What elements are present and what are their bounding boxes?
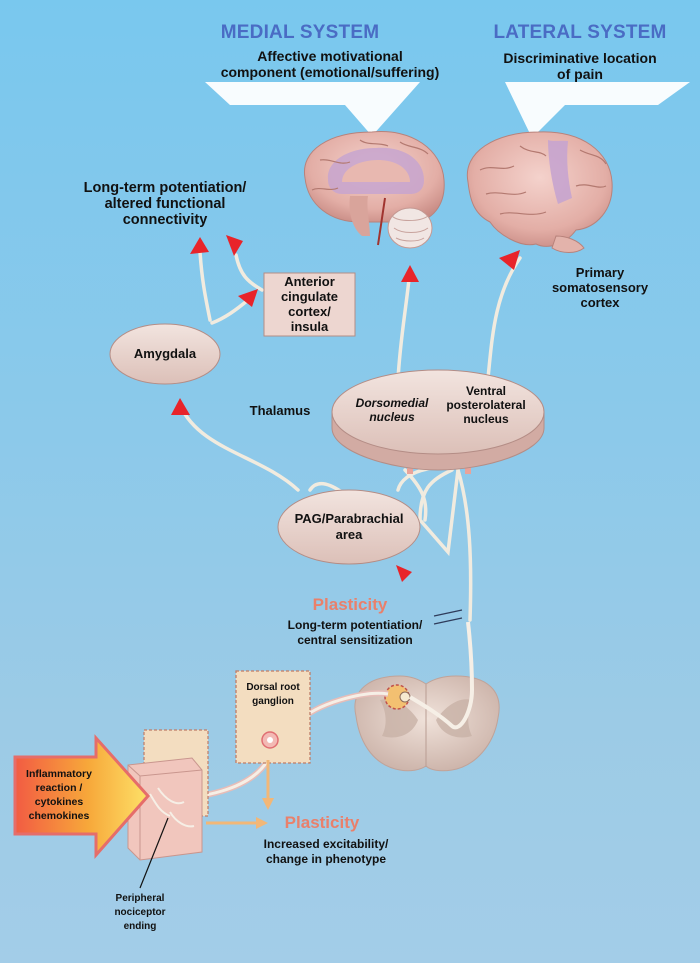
lateral-system-title: LATERAL SYSTEM bbox=[493, 22, 667, 43]
inflammatory-arrow bbox=[13, 734, 151, 859]
inflammatory-label-line1: Inflammatory bbox=[26, 768, 92, 780]
acc-box bbox=[263, 272, 356, 337]
acc-label-line3: cortex/ bbox=[288, 304, 331, 319]
pathway-break-marks bbox=[433, 609, 463, 625]
nociceptor-label-line1: Peripheral bbox=[115, 893, 165, 904]
acc-label-line2: cingulate bbox=[280, 289, 339, 304]
peripheral-plasticity-line2: change in phenotype bbox=[265, 852, 386, 866]
s1-label-line2: somatosensory bbox=[551, 280, 649, 295]
dorsomedial-label-line1: Dorsomedial bbox=[355, 396, 429, 410]
central-plasticity-line1: Long-term potentiation/ bbox=[287, 618, 423, 632]
medial-brain-illustration bbox=[303, 131, 445, 249]
lateral-brain-illustration bbox=[466, 131, 613, 253]
amygdala-label: Amygdala bbox=[133, 346, 197, 361]
lateral-system-desc-line1: Discriminative location bbox=[503, 50, 657, 66]
ascending-pathways bbox=[178, 250, 522, 622]
amygdala-oval bbox=[109, 323, 221, 385]
ascending-cord-fiber bbox=[408, 621, 475, 730]
nociceptor-leader-line bbox=[139, 817, 169, 889]
medial-system-desc-line1: Affective motivational bbox=[257, 48, 403, 64]
plasticity-arrows bbox=[206, 760, 270, 825]
medial-system-desc-line2: component (emotional/suffering) bbox=[220, 64, 440, 80]
periph-right-arrowhead bbox=[256, 817, 268, 829]
lateral-system-desc-line2: of pain bbox=[557, 66, 603, 82]
medial-system-title: MEDIAL SYSTEM bbox=[220, 22, 380, 43]
vpl-label-line2: posterolateral bbox=[446, 398, 526, 412]
inflammatory-label-line4: chemokines bbox=[28, 810, 90, 822]
tissue-block bbox=[127, 757, 203, 861]
ltp-label-line1: Long-term potentiation/ bbox=[83, 180, 247, 196]
nociceptor-label-line3: ending bbox=[123, 921, 157, 932]
thalamus-label: Thalamus bbox=[249, 403, 311, 418]
vpl-label-line1: Ventral bbox=[465, 384, 507, 398]
medial-input-arrow bbox=[205, 82, 420, 136]
acc-label-line4: insula bbox=[290, 319, 329, 334]
s1-label-line3: cortex bbox=[580, 295, 620, 310]
acc-label-line1: Anterior bbox=[284, 274, 335, 289]
drg-down-arrowhead bbox=[262, 798, 274, 810]
dorsomedial-label-line2: nucleus bbox=[369, 410, 415, 424]
spinal-cord-section bbox=[354, 675, 500, 772]
red-arrowheads bbox=[171, 235, 520, 582]
thalamus-disc bbox=[331, 369, 545, 471]
drg-nucleus bbox=[267, 737, 273, 743]
drg-label-line2: ganglion bbox=[252, 696, 294, 707]
central-synapse-terminal bbox=[399, 691, 411, 703]
peripheral-plasticity-title: Plasticity bbox=[284, 813, 360, 832]
nociceptor-branches bbox=[149, 787, 195, 828]
peripheral-plasticity-line1: Increased excitability/ bbox=[263, 837, 389, 851]
s1-label-line1: Primary bbox=[575, 265, 625, 280]
ltp-label-line3: connectivity bbox=[122, 212, 208, 228]
lateral-input-arrow bbox=[505, 82, 690, 138]
central-plasticity-title: Plasticity bbox=[312, 595, 388, 614]
ltp-label-line2: altered functional bbox=[104, 196, 226, 212]
drg-label-line1: Dorsal root bbox=[246, 682, 300, 693]
pag-oval bbox=[277, 489, 421, 565]
inflammatory-label-line2: reaction / bbox=[35, 782, 83, 794]
inflammatory-label-line3: cytokines bbox=[34, 796, 84, 808]
pag-label-line2: area bbox=[335, 527, 363, 542]
nociceptor-label-line2: nociceptor bbox=[114, 907, 166, 918]
pag-label-line1: PAG/Parabrachial bbox=[294, 511, 404, 526]
vpl-label-line3: nucleus bbox=[463, 412, 509, 426]
central-plasticity-line2: central sensitization bbox=[297, 633, 413, 647]
